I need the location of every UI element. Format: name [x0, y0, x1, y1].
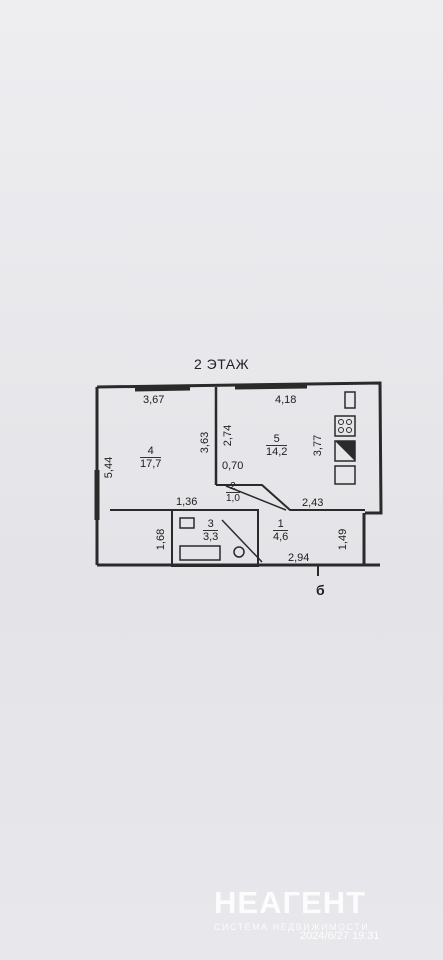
dim-corridor-width: 2,43 — [302, 497, 324, 509]
dim-room5-left-height: 2,74 — [222, 424, 235, 447]
floor-title: 2 ЭТАЖ — [193, 356, 250, 372]
door-diagonal-1 — [225, 485, 287, 511]
dim-hall-height: 1,49 — [337, 528, 350, 551]
bathroom-block — [171, 509, 259, 567]
dim-bottom-width: 2,94 — [288, 552, 310, 564]
room-label-3: 3 3,3 — [203, 518, 219, 544]
dim-room4-height: 5,44 — [103, 456, 116, 479]
room-number: 4 — [140, 445, 162, 459]
watermark-subtitle: СИСТЕМА НЕДВИЖИМОСТИ — [214, 922, 370, 932]
dim-opening: 0,70 — [222, 460, 244, 472]
photo-timestamp: 2024/6/27 19:31 — [300, 930, 380, 942]
room-number: 1 — [273, 518, 289, 532]
dim-hall-width: 1,36 — [176, 496, 198, 508]
window-room5 — [234, 383, 308, 390]
stove-icon — [334, 415, 356, 437]
room-number: 3 — [203, 518, 219, 532]
room-label-5: 5 14,2 — [266, 433, 288, 459]
sink-kitchen-icon — [334, 465, 356, 485]
dim-room5-width: 4,18 — [275, 394, 297, 406]
section-mark: б — [316, 582, 325, 598]
room-number: 5 — [266, 433, 288, 447]
room-label-2: 2 1,0 — [226, 481, 240, 504]
toilet-icon — [233, 546, 245, 558]
room-area: 17,7 — [140, 458, 162, 471]
cabinet-icon — [344, 391, 356, 409]
dim-room5-height: 3,77 — [312, 434, 325, 457]
sink-icon — [179, 517, 195, 529]
meter-icon — [335, 441, 355, 461]
dim-bath-height: 1,68 — [155, 528, 168, 551]
window-room4 — [134, 385, 191, 392]
dim-wall-left-height: 3,63 — [199, 431, 212, 454]
partition-5-corridor — [216, 484, 365, 511]
bathtub-icon — [179, 545, 221, 561]
room-number: 2 — [226, 481, 240, 493]
room-label-1: 1 4,6 — [273, 518, 289, 544]
room-area: 3,3 — [203, 531, 219, 544]
dim-room4-width: 3,67 — [143, 394, 165, 406]
room-area: 14,2 — [266, 446, 288, 459]
watermark-logo: НЕАГЕНТ — [214, 885, 367, 920]
room-area: 4,6 — [273, 531, 289, 544]
room-area: 1,0 — [226, 493, 240, 504]
room-label-4: 4 17,7 — [140, 445, 162, 471]
door-diagonal-2 — [221, 519, 263, 563]
